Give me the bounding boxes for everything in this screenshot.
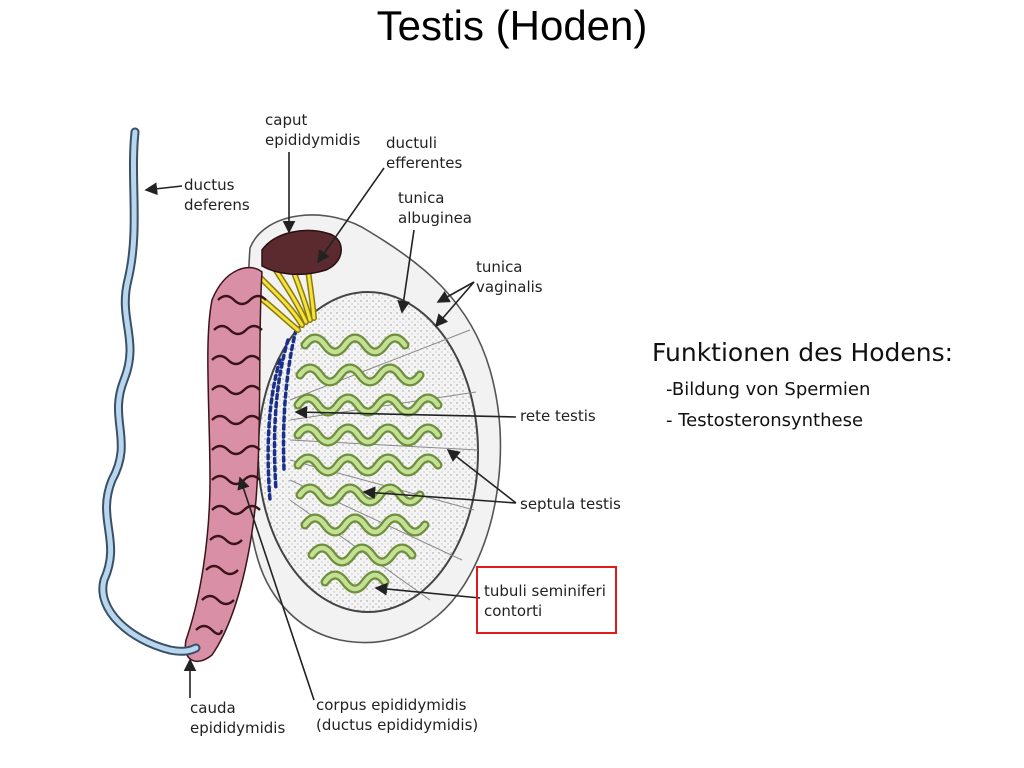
functions-heading: Funktionen des Hodens: xyxy=(652,338,954,367)
label-tubuli-1: tubuli seminiferi xyxy=(484,582,606,600)
label-ductus-1: ductus xyxy=(184,176,235,194)
label-albuginea-2: albuginea xyxy=(398,209,472,227)
function-item-2: - Testosteronsynthese xyxy=(666,410,864,431)
label-ductus-2: deferens xyxy=(184,196,250,214)
label-septula-testis: septula testis xyxy=(520,495,621,513)
label-corpus-1: corpus epididymidis xyxy=(316,696,467,714)
label-tubuli-2: contorti xyxy=(484,602,542,620)
label-corpus-2: (ductus epididymidis) xyxy=(316,716,478,734)
label-cauda-2: epididymidis xyxy=(190,719,285,737)
label-caput-2: epididymidis xyxy=(265,131,360,149)
epididymis-coils xyxy=(195,294,267,636)
ductus-deferens xyxy=(98,127,201,656)
label-albuginea-1: tunica xyxy=(398,189,445,207)
function-item-1: -Bildung von Spermien xyxy=(666,379,871,400)
label-ductuli-2: efferentes xyxy=(386,154,462,172)
tubuli-highlight-box xyxy=(476,566,617,634)
rete-testis xyxy=(266,328,298,502)
label-vaginalis-2: vaginalis xyxy=(476,278,543,296)
label-rete-testis: rete testis xyxy=(520,407,596,425)
label-vaginalis-1: tunica xyxy=(476,258,523,276)
label-caput-1: caput xyxy=(265,111,307,129)
label-cauda-1: cauda xyxy=(190,699,236,717)
slide-title: Testis (Hoden) xyxy=(376,2,648,49)
leader-arrows xyxy=(144,152,517,701)
label-ductuli-1: ductuli xyxy=(386,134,437,152)
